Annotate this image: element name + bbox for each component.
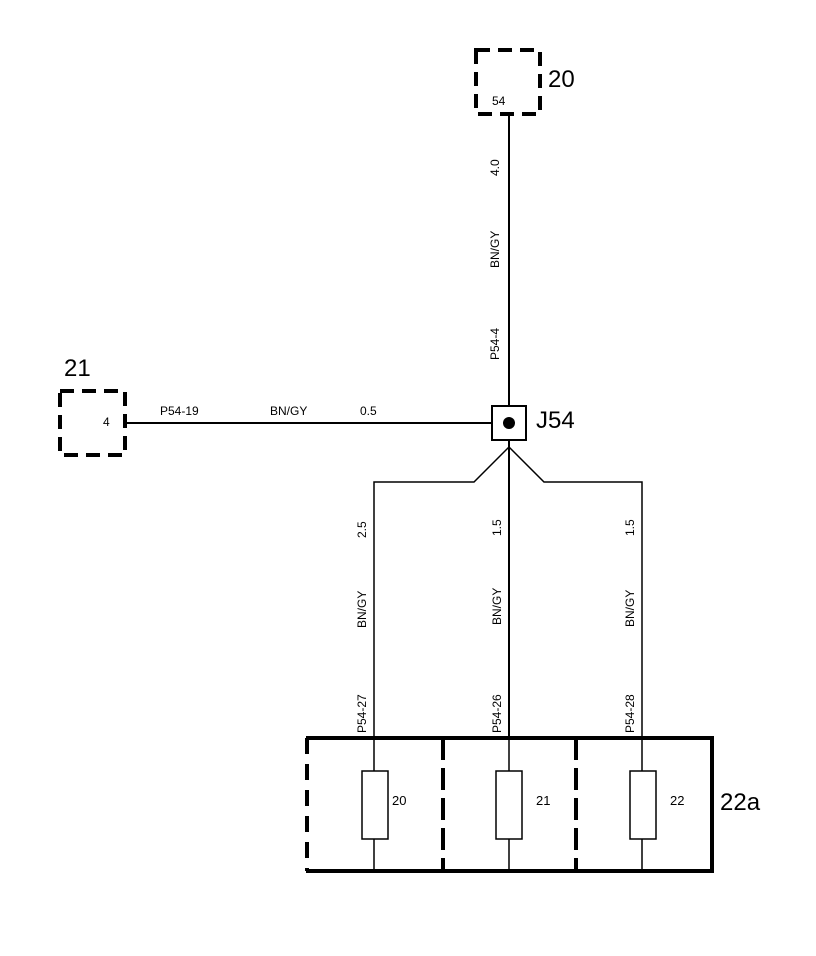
wire-f22-pin: P54-28	[623, 694, 637, 733]
fuse-22-body	[629, 770, 657, 840]
wire-f21-size: 1.5	[490, 519, 504, 536]
wire-f20-pin: P54-27	[355, 694, 369, 733]
wire-f20-color: BN/GY	[355, 591, 369, 628]
wire-f22-size: 1.5	[623, 519, 637, 536]
fuse-20-label: 20	[392, 793, 406, 808]
wire-left-color: BN/GY	[270, 404, 307, 418]
wire-f22	[508, 446, 643, 738]
component-20-outline	[474, 48, 542, 116]
component-21: 4 21	[58, 355, 127, 457]
wire-f20	[373, 446, 510, 738]
component-20-label: 20	[548, 66, 575, 93]
component-21-pin: 4	[103, 415, 110, 429]
wire-top-size: 4.0	[488, 159, 502, 176]
wire-f21-pin: P54-26	[490, 694, 504, 733]
fuse-22-label: 22	[670, 793, 684, 808]
component-20: 54 20	[474, 48, 575, 116]
wire-left-size: 0.5	[360, 404, 377, 418]
wire-top-pin: P54-4	[488, 328, 502, 360]
wire-f20-size: 2.5	[355, 521, 369, 538]
fuse-21-body	[495, 770, 523, 840]
splice-j54: J54	[491, 405, 575, 441]
fuse-21-label: 21	[536, 793, 550, 808]
component-21-outline	[58, 389, 127, 457]
component-21-label: 21	[64, 355, 91, 382]
wire-top-color: BN/GY	[488, 231, 502, 268]
wire-f22-color: BN/GY	[623, 590, 637, 627]
fusebox-label: 22a	[720, 789, 761, 816]
fusebox-22a: 20 21 22 22a	[305, 736, 761, 873]
component-20-pin: 54	[492, 94, 506, 108]
wire-left-pin: P54-19	[160, 404, 199, 418]
splice-j54-dot	[503, 417, 515, 429]
splice-j54-label: J54	[536, 407, 575, 434]
fuse-20-body	[361, 770, 389, 840]
wire-f21-color: BN/GY	[490, 588, 504, 625]
